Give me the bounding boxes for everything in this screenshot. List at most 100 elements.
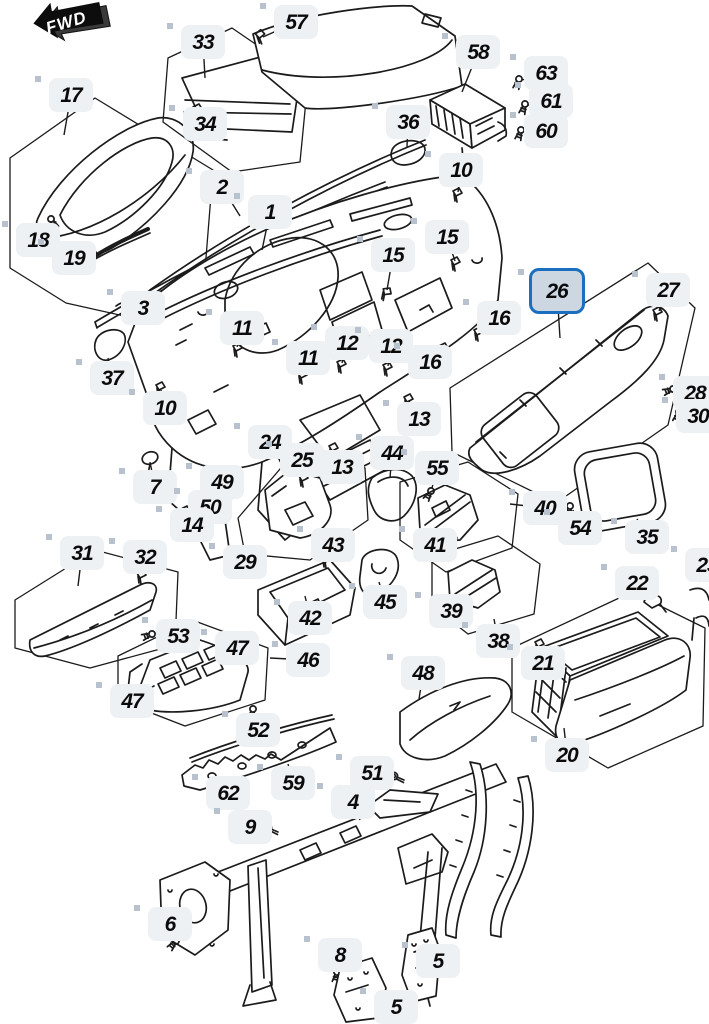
- part-label-11-2[interactable]: 11: [272, 339, 330, 375]
- label-marker-square: [463, 299, 469, 305]
- part-label-38[interactable]: 38: [462, 622, 520, 658]
- part-label-4[interactable]: 4: [317, 783, 375, 819]
- part-label-23[interactable]: 23: [671, 546, 709, 582]
- part-label-41[interactable]: 41: [399, 526, 457, 562]
- part-label-47-2[interactable]: 47: [96, 682, 154, 718]
- part-label-37[interactable]: 37: [76, 359, 134, 395]
- part-number: 30: [687, 404, 709, 428]
- part-label-1[interactable]: 1: [234, 193, 292, 229]
- part-label-48[interactable]: 48: [387, 654, 445, 690]
- part-label-15-2[interactable]: 15: [411, 218, 469, 254]
- part-label-25[interactable]: 25: [266, 441, 324, 477]
- part-label-12-2[interactable]: 12: [355, 327, 413, 363]
- part-number: 61: [540, 89, 562, 113]
- part-label-16-2[interactable]: 16: [394, 343, 452, 379]
- part-label-8[interactable]: 8: [304, 936, 362, 972]
- part-label-6[interactable]: 6: [134, 905, 192, 941]
- part-label-5[interactable]: 5: [402, 942, 460, 978]
- part-label-47[interactable]: 47: [201, 629, 259, 665]
- part-label-22[interactable]: 22: [601, 564, 659, 600]
- part-label-46[interactable]: 46: [272, 641, 330, 677]
- part-label-13-2[interactable]: 13: [306, 448, 364, 484]
- part-number: 29: [234, 550, 256, 574]
- part-number: 47: [226, 636, 248, 660]
- part-label-14[interactable]: 14: [156, 506, 214, 542]
- part-label-5-2[interactable]: 5: [360, 988, 418, 1024]
- part-label-16[interactable]: 16: [463, 299, 521, 335]
- label-marker-square: [510, 54, 516, 60]
- label-marker-square: [107, 289, 113, 295]
- part-number: 33: [192, 30, 214, 54]
- part-label-2[interactable]: 2: [186, 168, 244, 204]
- part-number: 52: [247, 718, 269, 742]
- part-label-7[interactable]: 7: [119, 468, 177, 504]
- part-label-60[interactable]: 60: [510, 112, 568, 148]
- part-label-20[interactable]: 20: [531, 736, 589, 772]
- label-marker-square: [336, 754, 342, 760]
- part-label-13[interactable]: 13: [383, 400, 441, 436]
- part-label-55[interactable]: 55: [401, 449, 459, 485]
- part-label-54[interactable]: 54: [544, 509, 602, 545]
- label-marker-square: [611, 518, 617, 524]
- label-marker-square: [234, 193, 240, 199]
- part-label-43[interactable]: 43: [297, 526, 355, 562]
- part-label-19[interactable]: 19: [38, 239, 96, 275]
- part-number: 9: [244, 815, 257, 839]
- part-number: 12: [380, 334, 402, 358]
- label-marker-square: [274, 599, 280, 605]
- part-number: 10: [154, 396, 176, 420]
- part-number: 11: [232, 316, 253, 340]
- label-marker-square: [266, 441, 272, 447]
- part-label-53[interactable]: 53: [142, 617, 200, 653]
- part-label-45[interactable]: 45: [349, 583, 407, 619]
- part-label-15[interactable]: 15: [357, 236, 415, 272]
- part-label-51[interactable]: 51: [336, 754, 394, 790]
- part-label-9[interactable]: 9: [214, 808, 272, 844]
- part-label-62[interactable]: 62: [192, 774, 250, 810]
- label-marker-square: [76, 359, 82, 365]
- part-label-27[interactable]: 27: [632, 271, 690, 307]
- part-number: 62: [217, 781, 239, 805]
- part-number: 59: [282, 771, 304, 795]
- part-label-32[interactable]: 32: [109, 538, 167, 574]
- part-label-29[interactable]: 29: [209, 543, 267, 579]
- label-marker-square: [234, 423, 240, 429]
- part-label-42[interactable]: 42: [274, 599, 332, 635]
- part-label-52[interactable]: 52: [222, 711, 280, 747]
- part-label-31[interactable]: 31: [46, 534, 104, 570]
- part-label-3[interactable]: 3: [107, 289, 165, 325]
- part-label-59[interactable]: 59: [257, 764, 315, 800]
- part-label-11[interactable]: 11: [206, 309, 264, 345]
- part-label-10[interactable]: 10: [425, 151, 483, 187]
- label-marker-square: [297, 526, 303, 532]
- part-number: 58: [467, 40, 489, 64]
- part-label-12[interactable]: 12: [311, 324, 369, 360]
- label-marker-square: [383, 400, 389, 406]
- part-label-34[interactable]: 34: [169, 105, 227, 141]
- part-label-10-2[interactable]: 10: [129, 389, 187, 425]
- label-marker-square: [515, 82, 521, 88]
- part-label-26[interactable]: 26: [518, 268, 585, 314]
- label-marker-square: [509, 489, 515, 495]
- part-label-17[interactable]: 17: [35, 76, 93, 112]
- part-label-35[interactable]: 35: [611, 518, 669, 554]
- label-marker-square: [96, 682, 102, 688]
- part-label-57[interactable]: 57: [260, 3, 318, 39]
- part-label-58[interactable]: 58: [442, 33, 500, 69]
- part-drawing-garnish-panel-26: [449, 262, 696, 504]
- part-number: 44: [381, 441, 403, 465]
- label-marker-square: [169, 105, 175, 111]
- part-number: 5: [390, 995, 403, 1019]
- part-label-36[interactable]: 36: [372, 103, 430, 139]
- label-marker-square: [401, 449, 407, 455]
- part-label-61[interactable]: 61: [515, 82, 573, 118]
- part-label-33[interactable]: 33: [167, 23, 225, 59]
- part-number: 48: [412, 661, 434, 685]
- part-number: 32: [134, 545, 156, 569]
- part-label-30[interactable]: 30: [662, 397, 709, 433]
- label-marker-square: [399, 526, 405, 532]
- part-number: 60: [535, 119, 557, 143]
- part-drawing-glove-box-20: [511, 591, 706, 769]
- part-label-21[interactable]: 21: [507, 644, 565, 680]
- part-label-44[interactable]: 44: [356, 434, 414, 470]
